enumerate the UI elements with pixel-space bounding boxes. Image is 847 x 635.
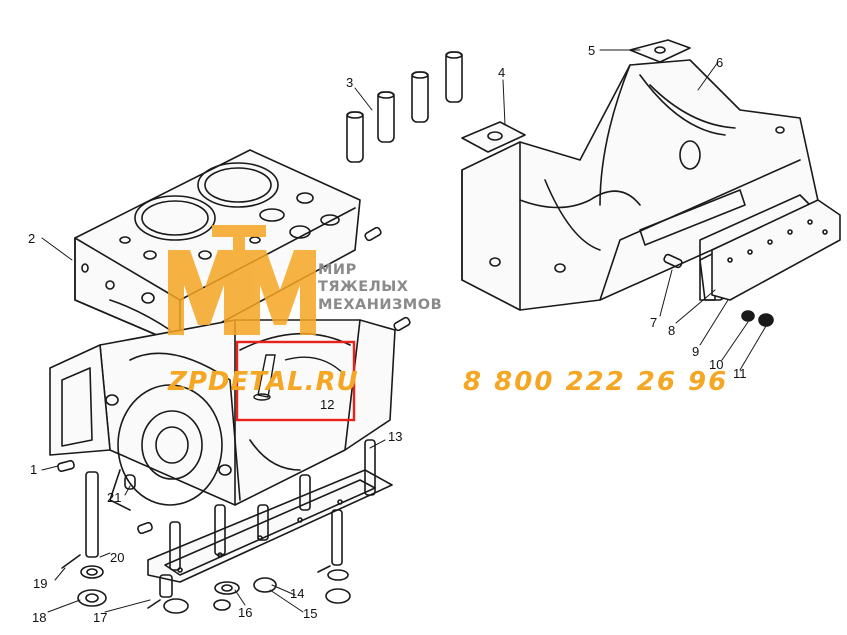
callout-6: 6 — [716, 55, 724, 70]
callout-15: 15 — [303, 606, 318, 621]
leader-lines — [41, 49, 767, 613]
plate-gasket-4 — [461, 121, 526, 153]
callout-20: 20 — [110, 550, 125, 565]
watermark-line-3: МЕХАНИЗМОВ — [318, 297, 443, 313]
watermark-line-2: ТЯЖЕЛЫХ — [318, 279, 409, 295]
watermark-phone: 8 800 222 26 96 — [463, 367, 729, 397]
crankcase-oil-pan — [461, 59, 821, 311]
cylinder-block — [74, 149, 361, 346]
studs — [85, 439, 376, 598]
callout-10: 10 — [709, 357, 724, 372]
callout-3: 3 — [346, 75, 354, 90]
callout-1: 1 — [30, 462, 38, 477]
pin-7 — [663, 253, 683, 269]
callout-13: 13 — [388, 429, 403, 444]
callout-16: 16 — [238, 605, 253, 620]
valve-guides — [346, 51, 463, 163]
callout-19: 19 — [33, 576, 48, 591]
callout-14: 14 — [290, 586, 305, 601]
highlighted-pin — [253, 354, 346, 401]
callout-12: 12 — [320, 397, 335, 412]
callout-4: 4 — [498, 65, 506, 80]
callout-5: 5 — [588, 43, 596, 58]
plug-11 — [758, 313, 774, 327]
watermark-site: ZPDETAL.RU — [168, 367, 359, 397]
callout-2: 2 — [28, 231, 36, 246]
callout-9: 9 — [692, 344, 700, 359]
callout-17: 17 — [93, 610, 108, 625]
highlight-frame — [235, 340, 356, 422]
callout-7: 7 — [650, 315, 658, 330]
callout-8: 8 — [668, 323, 676, 338]
plate-gasket-5 — [629, 39, 691, 63]
callout-21: 21 — [107, 490, 122, 505]
side-cover — [711, 199, 841, 301]
watermark-line-1: МИР — [318, 262, 357, 278]
callout-11: 11 — [733, 366, 747, 381]
nuts-and-washers — [77, 565, 351, 614]
plug-10 — [741, 310, 755, 322]
callout-18: 18 — [32, 610, 47, 625]
watermark-logo — [168, 225, 316, 335]
